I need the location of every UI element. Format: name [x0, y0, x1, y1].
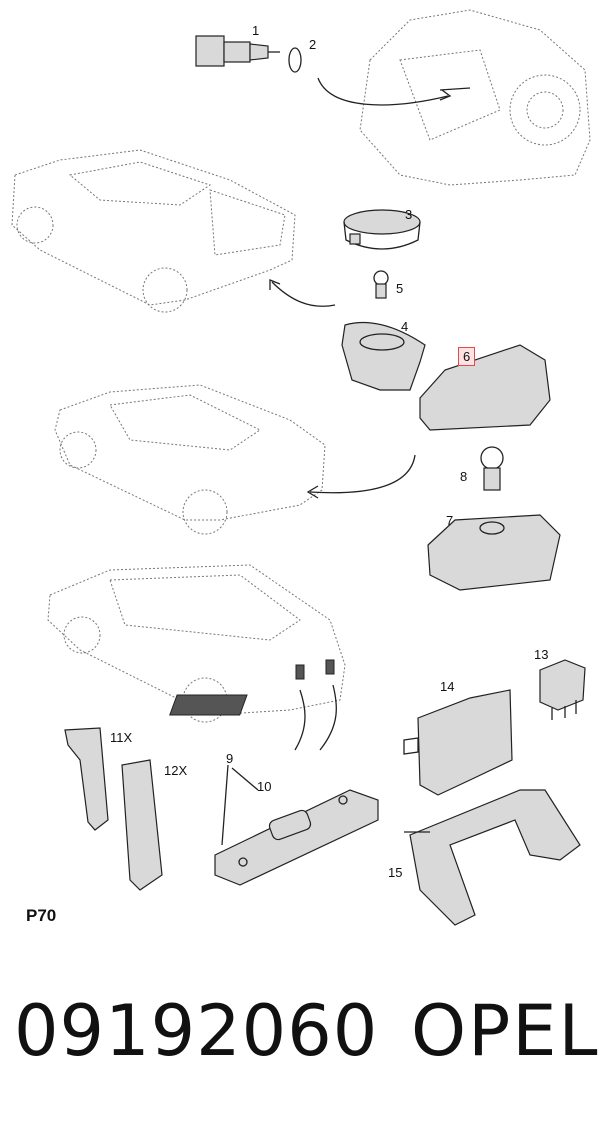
- callout-12x: 12X: [164, 763, 188, 778]
- part-11x-bracket: [64, 727, 109, 831]
- callout-11x: 11X: [110, 730, 133, 745]
- callout-14: 14: [440, 679, 455, 694]
- part-6-lamp-lens: [419, 344, 551, 431]
- part-13-relay: [539, 659, 586, 720]
- callout-1: 1: [252, 23, 260, 38]
- callout-6-highlighted[interactable]: 6: [458, 347, 476, 366]
- callout-3: 3: [405, 207, 413, 222]
- car-3door-outline: [54, 384, 326, 535]
- callout-8: 8: [460, 469, 468, 484]
- part-15-bracket: [404, 789, 581, 926]
- arrow-to-hatchback: [271, 281, 336, 307]
- callout-15: 15: [388, 865, 403, 880]
- part-9-plate-lamp: [214, 789, 379, 886]
- callout-9: 9: [226, 751, 234, 766]
- brand-name: OPEL: [411, 990, 600, 1072]
- section-code: P70: [26, 906, 57, 925]
- gearbox-outline: [359, 9, 591, 186]
- arrow-to-estate-right: [319, 684, 337, 751]
- callout-2: 2: [309, 37, 317, 52]
- part-14-module: [169, 689, 513, 796]
- part-4-housing: [341, 321, 426, 391]
- part-10-bulb: [221, 764, 312, 846]
- part-5-bulb: [373, 270, 389, 299]
- callout-7: 7: [446, 513, 454, 528]
- callout-13: 13: [534, 647, 549, 662]
- part-3-lens: [343, 209, 421, 250]
- diagram-drawing: [11, 9, 591, 926]
- part-number: 09192060: [14, 990, 379, 1072]
- callout-10: 10: [257, 779, 272, 794]
- part-8-bulb: [480, 446, 504, 491]
- car-hatchback-outline: [11, 149, 296, 313]
- part-12x-bracket: [121, 759, 163, 891]
- arrow-to-3door: [309, 454, 416, 494]
- callout-5: 5: [396, 281, 404, 296]
- part-2-ring: [288, 47, 302, 73]
- arrow-to-gearbox: [317, 77, 449, 106]
- part-1-switch: [195, 35, 280, 67]
- arrow-to-estate-left: [294, 689, 306, 751]
- part-7-lamp-housing: [427, 514, 561, 591]
- parts-diagram: 1 2 3 5 4 6 8 7 13 14 11X 12X 9 10 15 P7…: [11, 9, 591, 926]
- callout-4: 4: [401, 319, 409, 334]
- footer: 09192060 OPEL: [0, 990, 600, 1100]
